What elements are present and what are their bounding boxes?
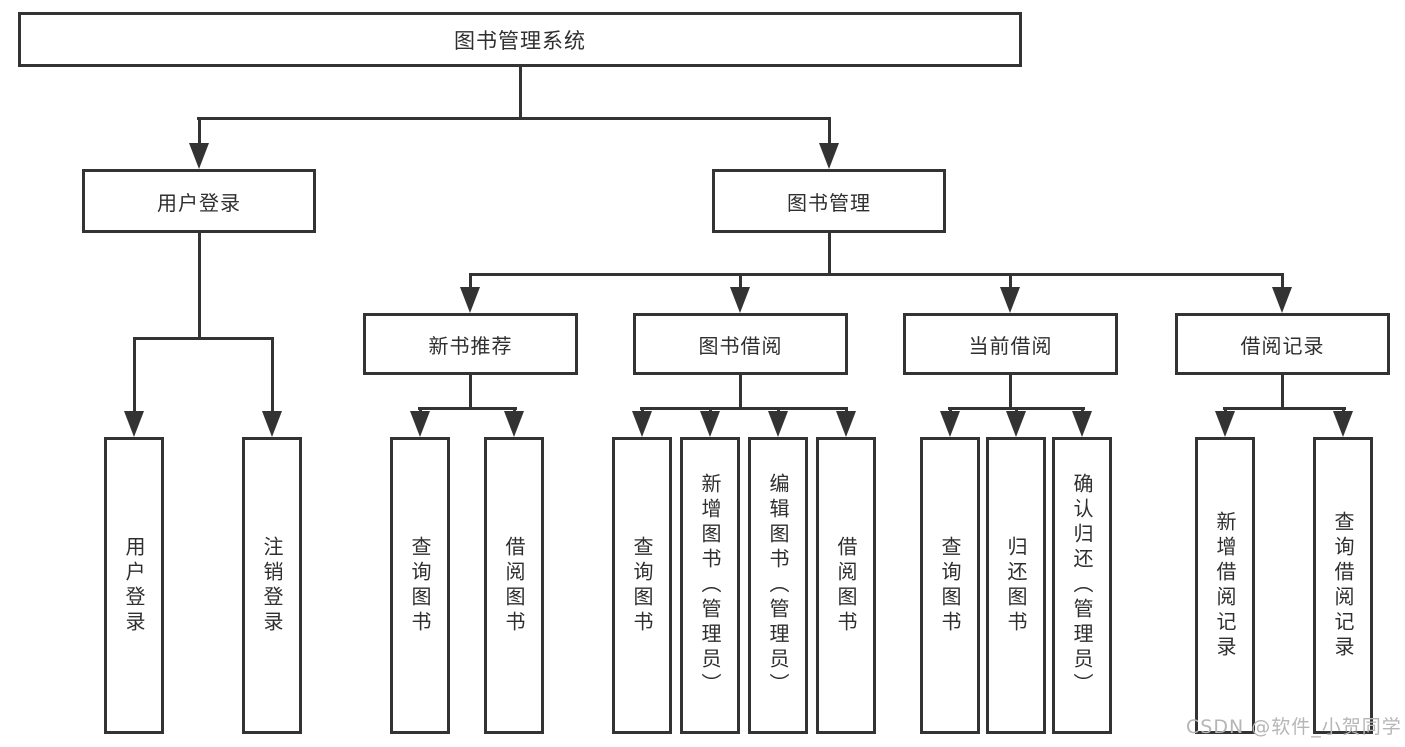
- node-label: 用户登录: [122, 535, 146, 636]
- node-label: 查询图书: [630, 535, 654, 636]
- arrowhead-down-icon: [1000, 287, 1020, 313]
- node-new-book-recommendation: 新书推荐: [363, 313, 578, 375]
- node-label: 查询借阅记录: [1331, 510, 1355, 661]
- connector-line: [197, 117, 831, 120]
- arrowhead-down-icon: [632, 411, 652, 437]
- leaf-add-books-admin: 新增图书（管理员）: [680, 437, 740, 734]
- arrowhead-down-icon: [460, 287, 480, 313]
- connector-line: [198, 233, 201, 337]
- leaf-borrow-books-borrowing: 借阅图书: [816, 437, 876, 734]
- connector-line: [828, 117, 831, 147]
- node-label: 借阅记录: [1240, 333, 1325, 358]
- connector-line: [739, 273, 742, 289]
- connector-line: [519, 67, 522, 117]
- arrowhead-down-icon: [124, 411, 144, 437]
- connector-line: [469, 273, 1284, 276]
- connector-line: [1009, 375, 1012, 407]
- node-user-login: 用户登录: [82, 169, 316, 233]
- csdn-watermark: CSDN @软件_小贺同学: [1186, 716, 1402, 738]
- connector-line: [133, 337, 274, 340]
- connector-line: [640, 407, 848, 410]
- node-label: 图书管理系统: [454, 28, 586, 53]
- arrowhead-down-icon: [410, 411, 430, 437]
- node-label: 借阅图书: [502, 535, 526, 636]
- leaf-query-books-borrowing: 查询图书: [612, 437, 672, 734]
- arrowhead-down-icon: [1272, 287, 1292, 313]
- node-label: 新增图书（管理员）: [698, 473, 722, 698]
- node-label: 新增借阅记录: [1213, 510, 1237, 661]
- connector-line: [469, 375, 472, 407]
- leaf-query-borrow-record: 查询借阅记录: [1313, 437, 1373, 734]
- node-borrowing-records: 借阅记录: [1175, 313, 1390, 375]
- arrowhead-down-icon: [700, 411, 720, 437]
- node-label: 当前借阅: [968, 333, 1053, 358]
- arrowhead-down-icon: [262, 411, 282, 437]
- leaf-edit-books-admin: 编辑图书（管理员）: [748, 437, 808, 734]
- node-label: 图书借阅: [698, 333, 783, 358]
- node-book-management: 图书管理: [712, 169, 946, 233]
- arrowhead-down-icon: [940, 411, 960, 437]
- node-book-borrowing: 图书借阅: [633, 313, 848, 375]
- connector-line: [133, 337, 136, 413]
- connector-line: [739, 375, 742, 407]
- leaf-add-borrow-record: 新增借阅记录: [1195, 437, 1255, 734]
- arrowhead-down-icon: [1333, 411, 1353, 437]
- node-label: 查询图书: [938, 535, 962, 636]
- connector-line: [198, 117, 201, 147]
- arrowhead-down-icon: [504, 411, 524, 437]
- leaf-query-books-current: 查询图书: [920, 437, 980, 734]
- node-label: 注销登录: [260, 535, 284, 636]
- node-label: 用户登录: [157, 190, 241, 215]
- arrowhead-down-icon: [1215, 411, 1235, 437]
- node-label: 查询图书: [408, 535, 432, 636]
- connector-line: [828, 233, 831, 273]
- connector-line: [271, 337, 274, 413]
- connector-line: [1223, 407, 1346, 410]
- node-library-management-system: 图书管理系统: [18, 12, 1022, 67]
- node-label: 编辑图书（管理员）: [766, 473, 790, 698]
- node-label: 借阅图书: [834, 535, 858, 636]
- leaf-logout-login: 注销登录: [242, 437, 302, 734]
- arrowhead-down-icon: [1072, 411, 1092, 437]
- node-label: 图书管理: [787, 190, 871, 215]
- leaf-confirm-return-admin: 确认归还（管理员）: [1052, 437, 1112, 734]
- leaf-query-books-recommend: 查询图书: [390, 437, 450, 734]
- node-current-borrowing: 当前借阅: [903, 313, 1118, 375]
- arrowhead-down-icon: [819, 143, 839, 169]
- arrowhead-down-icon: [730, 287, 750, 313]
- arrowhead-down-icon: [768, 411, 788, 437]
- arrowhead-down-icon: [836, 411, 856, 437]
- connector-line: [1281, 375, 1284, 407]
- connector-line: [418, 407, 517, 410]
- arrowhead-down-icon: [189, 143, 209, 169]
- connector-line: [1009, 273, 1012, 289]
- leaf-borrow-books-recommend: 借阅图书: [484, 437, 544, 734]
- leaf-user-login: 用户登录: [104, 437, 164, 734]
- arrowhead-down-icon: [1006, 411, 1026, 437]
- node-label: 新书推荐: [428, 333, 513, 358]
- node-label: 确认归还（管理员）: [1070, 473, 1094, 698]
- leaf-return-books: 归还图书: [986, 437, 1046, 734]
- connector-line: [469, 273, 472, 289]
- connector-line: [1281, 273, 1284, 289]
- node-label: 归还图书: [1004, 535, 1028, 636]
